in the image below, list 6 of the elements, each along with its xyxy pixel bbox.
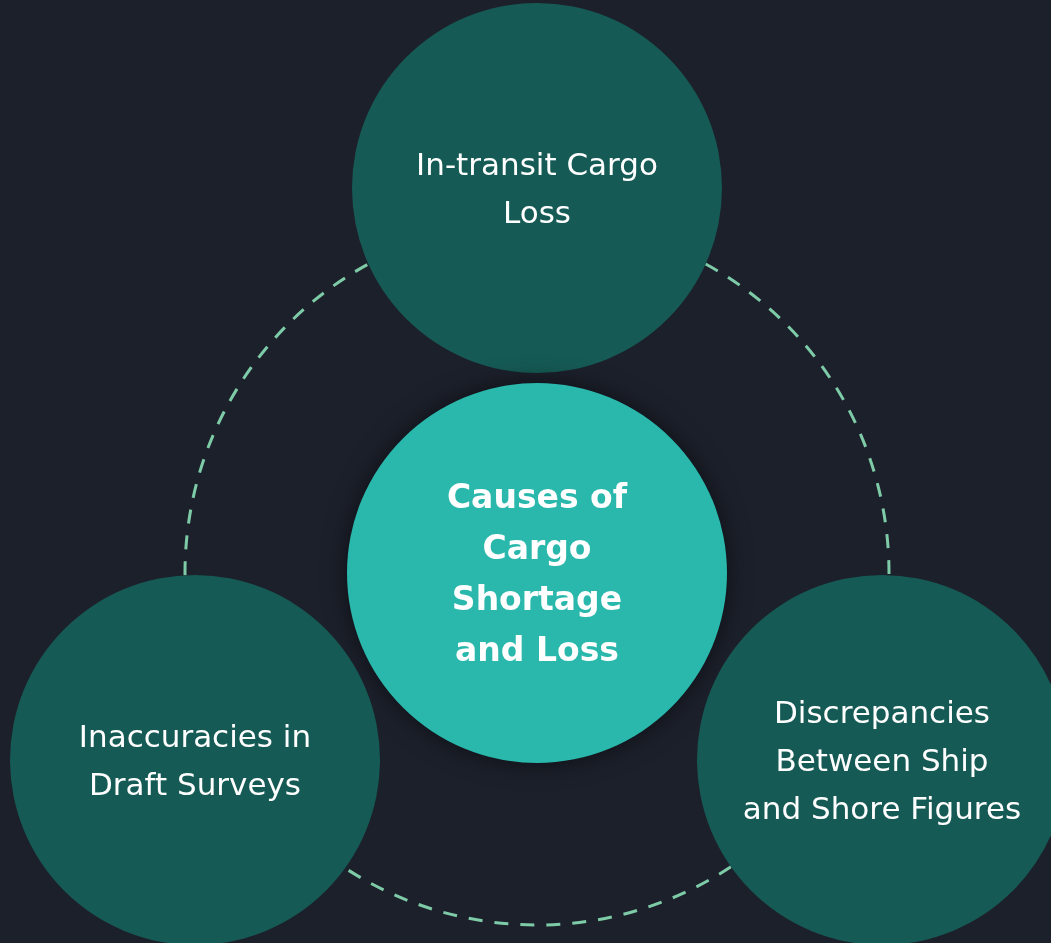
node-label: Discrepancies Between Ship and Shore Figures [742, 692, 1022, 828]
dashed-connector [183, 262, 370, 576]
node-label: In-transit Cargo Loss [415, 144, 659, 232]
node-label: Causes of Cargo Shortage and Loss [445, 475, 629, 672]
node-label: Inaccuracies in Draft Surveys [77, 716, 313, 804]
dashed-connector [704, 262, 891, 576]
